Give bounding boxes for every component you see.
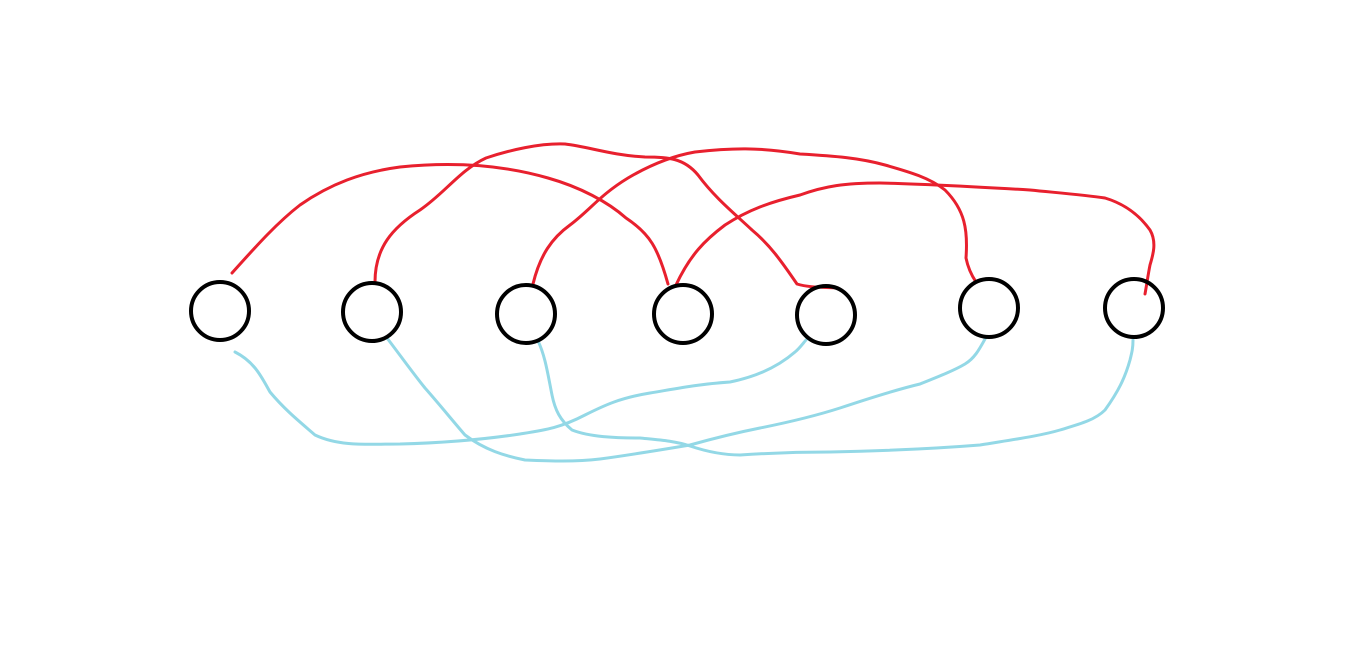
upper-edge-n2-n5 bbox=[373, 142, 840, 290]
node-n2 bbox=[341, 281, 403, 343]
node-n6 bbox=[958, 277, 1020, 339]
lower-edges-group bbox=[233, 336, 1135, 463]
upper-edge-n4-n7 bbox=[674, 181, 1156, 296]
node-n3 bbox=[495, 283, 557, 345]
lower-edge-n1-n5 bbox=[233, 338, 808, 446]
node-n5 bbox=[795, 284, 857, 346]
upper-edge-n1-n4 bbox=[230, 163, 670, 286]
nodes-group bbox=[189, 277, 1165, 346]
upper-edges-group bbox=[230, 142, 1156, 296]
upper-edge-n3-n6 bbox=[531, 147, 978, 286]
node-n1 bbox=[189, 280, 251, 342]
node-n7 bbox=[1103, 277, 1165, 339]
node-n4 bbox=[652, 283, 714, 345]
lower-edge-n3-n7 bbox=[536, 338, 1135, 457]
